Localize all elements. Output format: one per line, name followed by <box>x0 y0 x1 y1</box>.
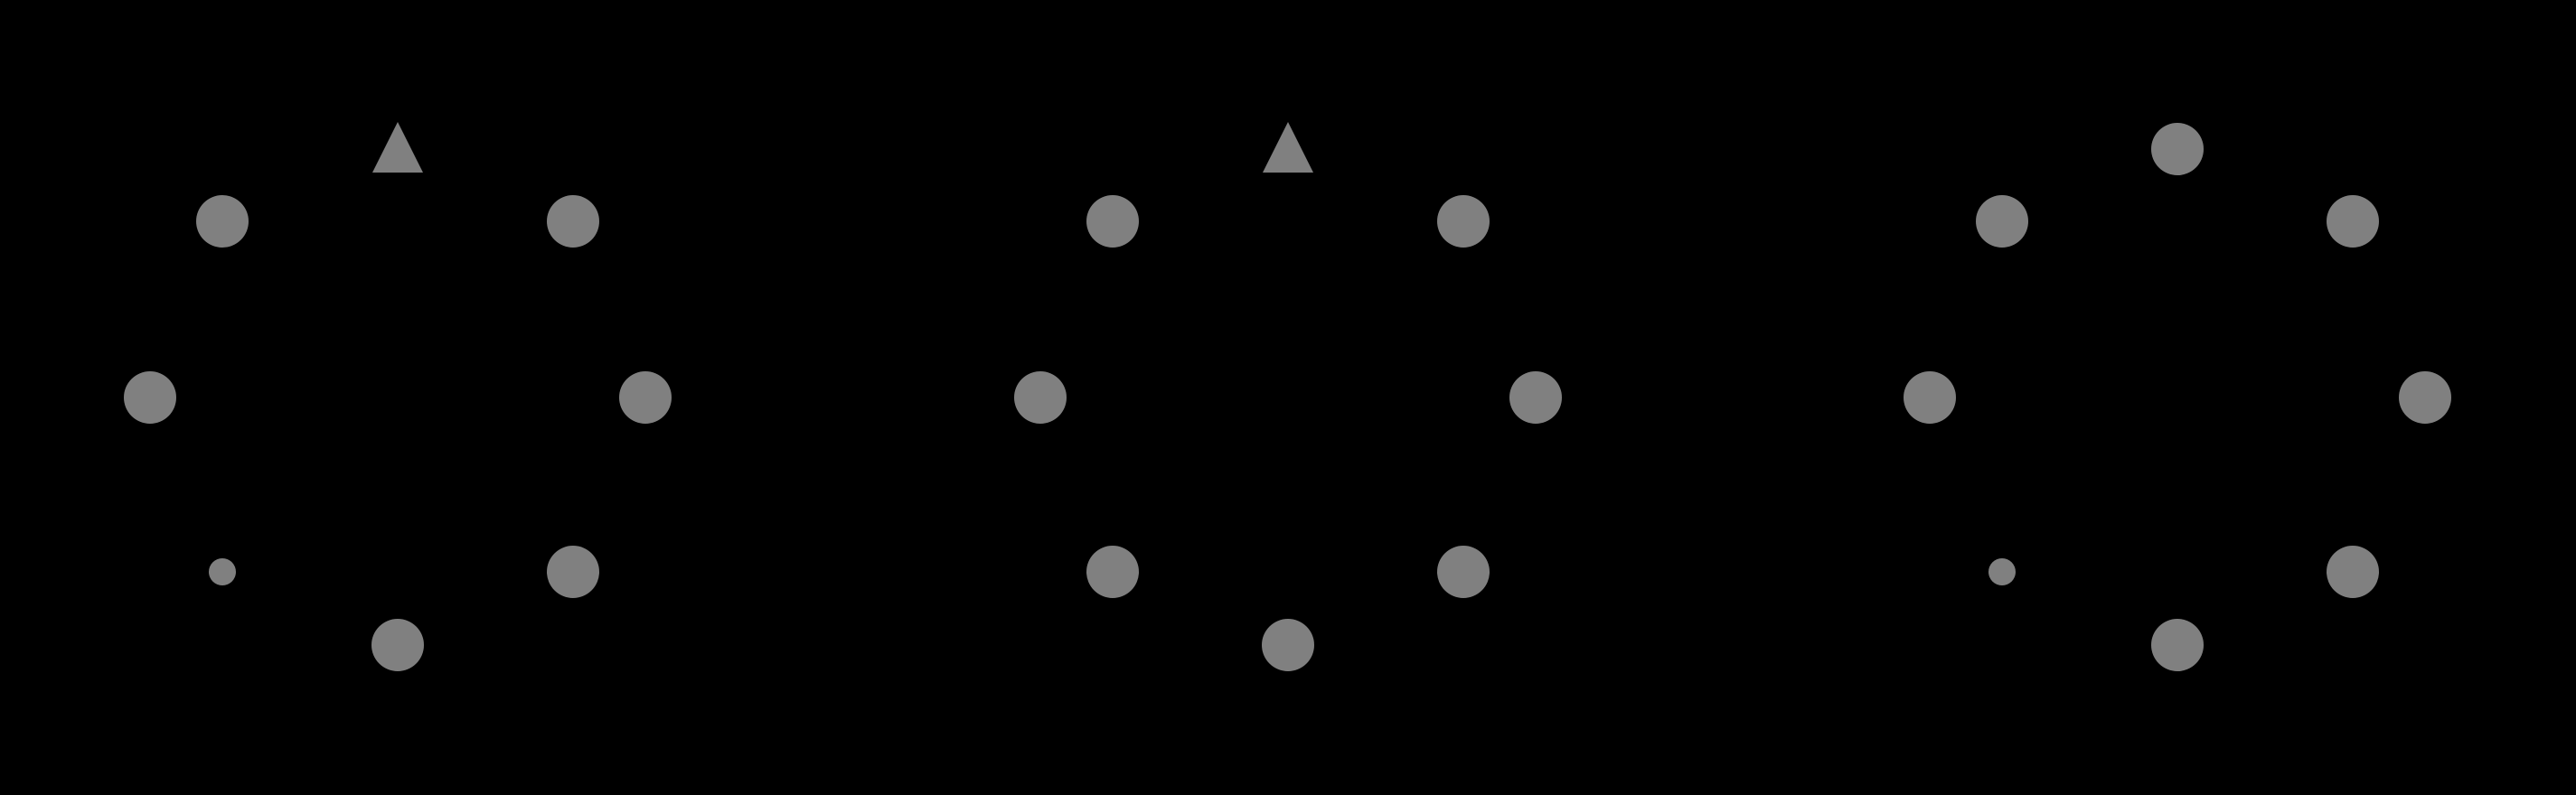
circle-bottom <box>1262 619 1314 671</box>
circle-upper-left <box>1976 195 2028 248</box>
circle-upper-left <box>1086 195 1139 248</box>
panel-1 <box>124 122 672 671</box>
circle-left <box>124 371 176 424</box>
circle-bottom <box>371 619 424 671</box>
circle-upper-right <box>2327 195 2379 248</box>
circle-upper-right <box>547 195 599 248</box>
triangle-top <box>1263 122 1313 173</box>
circle-left <box>1014 371 1067 424</box>
panel-3 <box>1904 123 2451 671</box>
circle-lower-right <box>547 546 599 598</box>
circle-right <box>619 371 672 424</box>
circle-upper-left <box>196 195 249 248</box>
circle-lower-right <box>1437 546 1490 598</box>
triangle-top <box>372 122 423 173</box>
small-circle-lower-left <box>1988 558 2016 585</box>
circle-lower-right <box>2327 546 2379 598</box>
circle-right <box>2399 371 2451 424</box>
circle-right <box>1509 371 1562 424</box>
panel-2 <box>1014 122 1562 671</box>
circle-bottom <box>2151 619 2204 671</box>
circle-left <box>1904 371 1956 424</box>
circle-top <box>2151 123 2204 175</box>
small-circle-lower-left <box>209 558 236 585</box>
circle-lower-left <box>1086 546 1139 598</box>
circle-upper-right <box>1437 195 1490 248</box>
